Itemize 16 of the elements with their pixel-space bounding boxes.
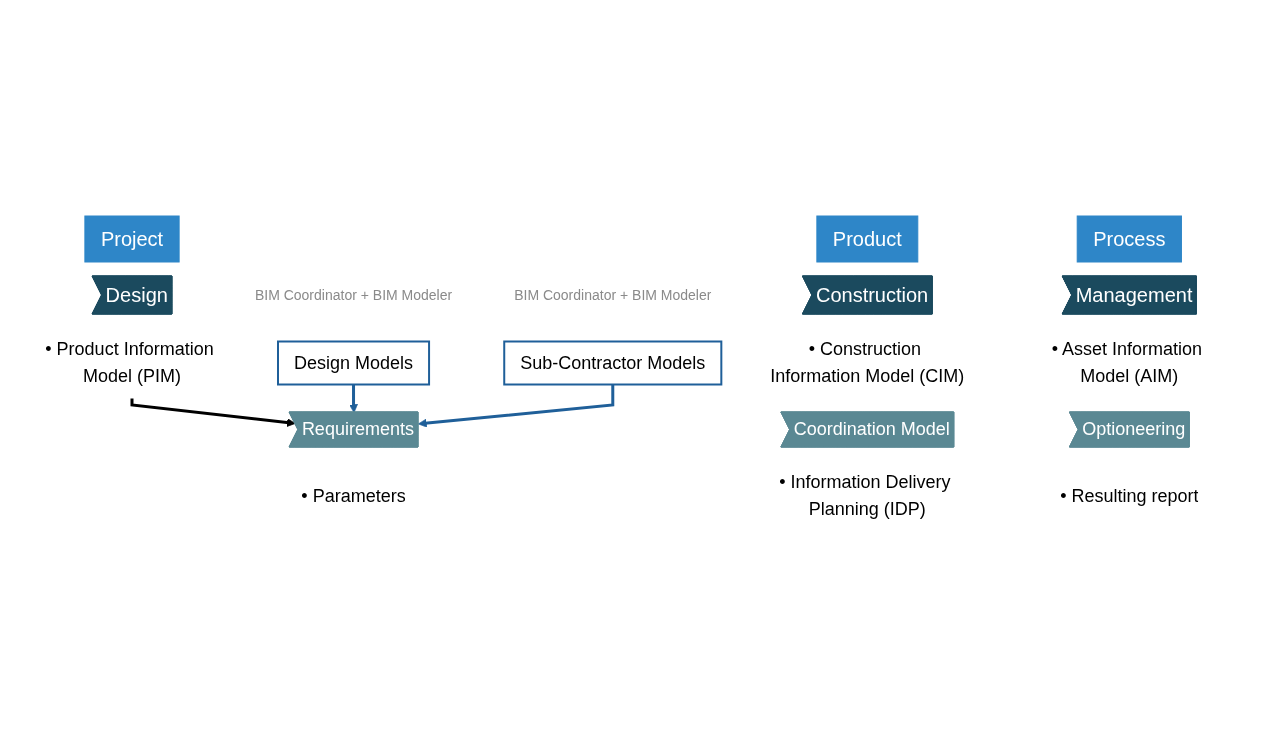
- node-box: Process: [1076, 215, 1182, 263]
- node-label: • Resulting report: [1059, 485, 1199, 506]
- node-box: Project: [84, 215, 180, 263]
- node-label: • Asset Information Model (AIM): [1051, 339, 1202, 386]
- arrow: [130, 398, 296, 427]
- node-box: Product: [816, 215, 919, 263]
- node-box: Design Models: [276, 340, 430, 386]
- arrow: [417, 384, 615, 428]
- node-label: BIM Coordinator + BIM Modeler: [254, 286, 452, 303]
- node-box: Sub-Contractor Models: [503, 340, 723, 386]
- node-label: • Construction Information Model (CIM): [770, 339, 965, 386]
- node-label: BIM Coordinator + BIM Modeler: [513, 286, 712, 303]
- node-label: • Parameters: [301, 485, 406, 506]
- node-text: • Product Information Model (PIM): [45, 339, 214, 386]
- arrow: [348, 384, 358, 413]
- node-label: • Information Delivery Planning (IDP): [778, 472, 951, 519]
